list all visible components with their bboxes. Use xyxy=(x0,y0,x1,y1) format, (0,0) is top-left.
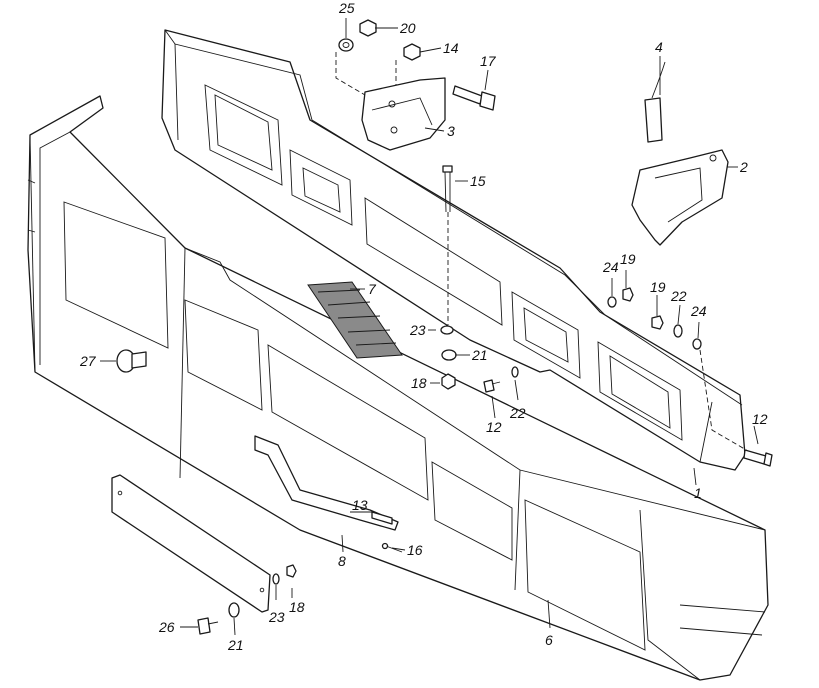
callout-15: 15 xyxy=(470,173,486,189)
washer-21b-part xyxy=(228,602,240,618)
callout-18a: 18 xyxy=(411,375,427,391)
nut-18b-part xyxy=(286,564,297,578)
callout-4: 4 xyxy=(655,39,663,55)
bumper-beam-part xyxy=(161,29,746,471)
reflector-strip-part xyxy=(307,281,403,359)
bolt-12b-part xyxy=(743,449,773,467)
washer-22b-part xyxy=(673,324,683,338)
bolt-17-part xyxy=(452,85,496,111)
clip-13-part xyxy=(371,511,393,525)
callout-20: 20 xyxy=(399,20,416,36)
nut-14-part xyxy=(403,43,421,61)
callout-25: 25 xyxy=(338,0,355,16)
washer-21-part xyxy=(441,349,457,361)
washer-24-part xyxy=(607,296,617,308)
callout-24a: 24 xyxy=(602,259,619,275)
callout-14: 14 xyxy=(443,40,459,56)
nut-20-part xyxy=(359,19,377,37)
callout-24b: 24 xyxy=(690,303,707,319)
callout-13: 13 xyxy=(352,497,368,513)
bolt-26-part xyxy=(197,617,219,635)
pin-part xyxy=(644,61,666,143)
callout-19b: 19 xyxy=(650,279,666,295)
nut-18-part xyxy=(441,373,456,390)
mount-bracket-part xyxy=(361,77,446,151)
nut-19-part xyxy=(622,287,634,302)
callout-12a: 12 xyxy=(486,419,502,435)
washer-22-part xyxy=(511,366,519,378)
callout-21a: 21 xyxy=(471,347,488,363)
callout-16: 16 xyxy=(407,542,423,558)
callout-19a: 19 xyxy=(620,251,636,267)
callout-3: 3 xyxy=(447,123,455,139)
callout-23b: 23 xyxy=(268,609,285,625)
callout-26: 26 xyxy=(158,619,175,635)
callout-6: 6 xyxy=(545,632,553,648)
bumper-cover-part xyxy=(27,95,769,681)
callout-23a: 23 xyxy=(409,322,426,338)
nut-19b-part xyxy=(651,315,664,330)
callout-7: 7 xyxy=(368,281,377,297)
callout-22a: 22 xyxy=(509,405,526,421)
washer-24b-part xyxy=(692,338,702,350)
callout-1: 1 xyxy=(694,485,702,501)
license-plate-part xyxy=(111,474,271,613)
callout-22b: 22 xyxy=(670,288,687,304)
callout-12b: 12 xyxy=(752,411,768,427)
callout-17: 17 xyxy=(480,53,497,69)
bolt-16-part xyxy=(381,542,403,553)
callout-18b: 18 xyxy=(289,599,305,615)
leader-lines xyxy=(100,18,759,636)
callout-8: 8 xyxy=(338,553,346,569)
bolt-15-part xyxy=(442,165,453,325)
callout-27: 27 xyxy=(79,353,97,369)
washer-23b-part xyxy=(272,573,280,585)
bolt-12-part xyxy=(483,379,501,393)
rivet-27-part xyxy=(116,349,147,373)
callout-labels: 1 2 3 4 6 7 8 12 12 13 14 15 16 17 18 18… xyxy=(79,0,768,653)
callout-2: 2 xyxy=(739,159,748,175)
hinge-bracket-part xyxy=(631,149,729,246)
washer-23-part xyxy=(440,325,454,335)
washer-25-part xyxy=(338,38,354,52)
callout-21b: 21 xyxy=(227,637,244,653)
